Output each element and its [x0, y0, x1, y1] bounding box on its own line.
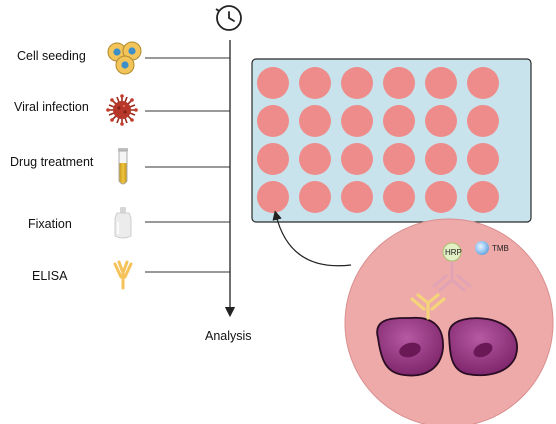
cell-left: [376, 316, 444, 377]
primary-antibody: [410, 293, 446, 320]
well: [341, 181, 373, 213]
tmb-substrate: [475, 241, 489, 255]
step-label-elisa: ELISA: [32, 269, 68, 283]
well: [341, 67, 373, 99]
zoom-arrow: [272, 210, 352, 267]
well: [383, 67, 415, 99]
well: [341, 143, 373, 175]
tmb-label: TMB: [492, 244, 509, 253]
virus-icon: [106, 94, 138, 126]
test-tube-icon: [118, 148, 128, 185]
well: [299, 67, 331, 99]
analysis-label: Analysis: [205, 329, 252, 343]
step-label-cell-seeding: Cell seeding: [17, 49, 86, 63]
well: [257, 181, 289, 213]
plate-body: [251, 58, 532, 223]
well: [299, 181, 331, 213]
antibody-icon: [113, 260, 133, 290]
well: [467, 105, 499, 137]
clock-icon: [215, 5, 242, 31]
well: [383, 143, 415, 175]
cell-right: [448, 317, 518, 377]
plate-wells: [257, 67, 499, 213]
well: [425, 143, 457, 175]
well: [257, 105, 289, 137]
fixative-bottle-icon: [114, 207, 132, 239]
well: [341, 105, 373, 137]
step-label-drug-treatment: Drug treatment: [10, 155, 94, 169]
well: [425, 67, 457, 99]
well: [383, 181, 415, 213]
hrp-label: HRP: [445, 248, 462, 257]
cell-cluster-icon: [107, 41, 142, 75]
well: [299, 143, 331, 175]
well: [257, 67, 289, 99]
well: [467, 67, 499, 99]
step-connectors: [145, 57, 230, 273]
well: [467, 143, 499, 175]
hrp-enzyme: [442, 242, 462, 262]
step-label-viral-infection: Viral infection: [14, 100, 89, 114]
well: [467, 181, 499, 213]
well: [425, 105, 457, 137]
well: [383, 105, 415, 137]
well: [299, 105, 331, 137]
step-label-fixation: Fixation: [28, 217, 72, 231]
well-plate: [251, 58, 532, 223]
well: [425, 181, 457, 213]
well: [257, 143, 289, 175]
secondary-antibody: [432, 260, 472, 292]
